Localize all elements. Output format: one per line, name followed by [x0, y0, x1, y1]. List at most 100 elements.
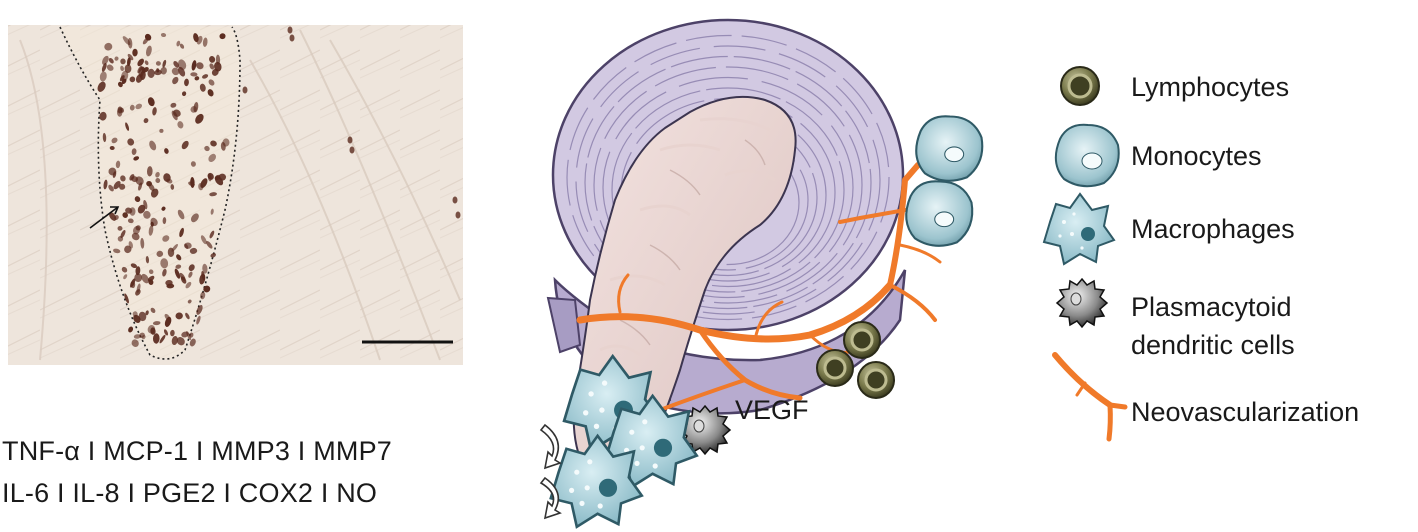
stained-cell: [136, 283, 141, 293]
stained-cell: [109, 145, 115, 151]
stained-cell: [162, 235, 170, 242]
stained-cell: [117, 106, 123, 114]
lamella-ring: [611, 87, 845, 293]
stained-cell: [204, 145, 210, 152]
lamella-ring: [584, 55, 872, 310]
stained-cell: [196, 315, 201, 325]
stained-cell: [176, 40, 181, 47]
legend-label-neovascularization: Neovascularization: [1131, 397, 1360, 427]
stained-cell: [140, 237, 145, 249]
stained-cell: [160, 32, 167, 38]
stained-cell: [159, 128, 164, 133]
stained-cell: [164, 148, 169, 154]
stained-cell: [195, 113, 204, 124]
stained-cell: [162, 217, 167, 225]
stained-cell: [219, 33, 226, 40]
stained-cell: [111, 137, 118, 144]
stained-cell: [106, 64, 114, 71]
stained-cell: [137, 204, 146, 214]
stained-cell: [147, 275, 155, 282]
stained-cell: [196, 304, 203, 315]
stained-cell: [164, 316, 172, 327]
stained-cell: [129, 104, 135, 111]
stained-cell: [210, 252, 216, 258]
lymphocyte: [816, 349, 854, 387]
stained-cell: [176, 337, 185, 346]
stained-cell: [138, 182, 143, 191]
legend-label-lymphocytes: Lymphocytes: [1131, 72, 1290, 102]
stained-cell: [177, 121, 184, 129]
stained-cell: [120, 65, 124, 72]
stained-cell: [127, 37, 133, 49]
stained-cell: [171, 67, 180, 76]
stained-cell: [186, 331, 192, 340]
stained-cell: [104, 42, 113, 51]
stained-cell: [139, 332, 145, 339]
stained-cell: [137, 65, 143, 74]
stained-cell: [349, 146, 355, 154]
stained-cell: [160, 66, 167, 75]
stained-cell: [190, 72, 198, 77]
stained-cell: [191, 60, 197, 71]
stained-cell: [210, 140, 217, 147]
stained-cell: [130, 281, 136, 289]
stained-cell: [187, 299, 192, 304]
stained-cells: [97, 26, 461, 348]
stained-cell: [108, 57, 114, 64]
stained-cell: [97, 81, 106, 92]
stained-cell: [147, 97, 155, 107]
stained-cell: [199, 83, 206, 92]
stained-cell: [127, 218, 134, 224]
stained-cell: [155, 178, 161, 183]
neovascularization: [576, 162, 942, 412]
stained-cell: [155, 61, 161, 66]
stained-cell: [131, 148, 137, 155]
stained-cell: [113, 181, 121, 190]
stained-cell: [177, 209, 185, 220]
stained-cell: [196, 35, 203, 45]
stained-cell: [148, 183, 155, 191]
stained-cell: [152, 321, 161, 326]
stained-cell: [196, 62, 204, 70]
stained-cell: [208, 79, 215, 86]
stained-cell: [209, 192, 217, 197]
lamella-ring: [593, 66, 863, 304]
stained-cell: [135, 103, 143, 110]
stained-cell: [155, 171, 160, 178]
stained-cell: [203, 285, 211, 293]
stained-cell: [188, 181, 195, 187]
stained-cell: [347, 136, 353, 144]
stained-cell: [115, 160, 121, 169]
stained-cell: [152, 333, 160, 344]
monocyte: [905, 180, 974, 247]
stained-cell: [137, 58, 145, 67]
stained-cell: [133, 156, 140, 161]
lymphocyte-icon: [1060, 66, 1100, 106]
stained-cell: [102, 132, 107, 143]
stained-cell: [202, 37, 208, 47]
stained-cell: [145, 310, 149, 316]
neovascularization-icon: [1052, 352, 1128, 442]
stained-cell: [171, 335, 178, 346]
stained-cell: [99, 71, 107, 82]
stained-cell: [131, 232, 140, 241]
stained-cell: [207, 174, 212, 182]
legend-label-plasmacytoid-dc: Plasmacytoid dendritic cells: [1131, 292, 1295, 360]
lamella-ring: [602, 76, 854, 299]
stained-cell: [124, 293, 129, 304]
stained-cell: [121, 266, 128, 273]
secretion-arrows: [539, 423, 562, 520]
stained-cell: [209, 230, 215, 239]
stained-cell: [127, 53, 134, 61]
stained-cell: [147, 325, 156, 334]
stained-cell: [125, 207, 133, 214]
stained-cell: [120, 175, 126, 182]
arrow-indicator: [89, 206, 120, 229]
stained-cell: [142, 67, 149, 73]
stained-cell: [129, 174, 135, 181]
stained-cell: [200, 235, 207, 245]
stained-cell: [125, 122, 130, 131]
stained-cell: [220, 142, 226, 151]
stained-cell: [141, 273, 149, 284]
stained-cell: [209, 63, 215, 70]
